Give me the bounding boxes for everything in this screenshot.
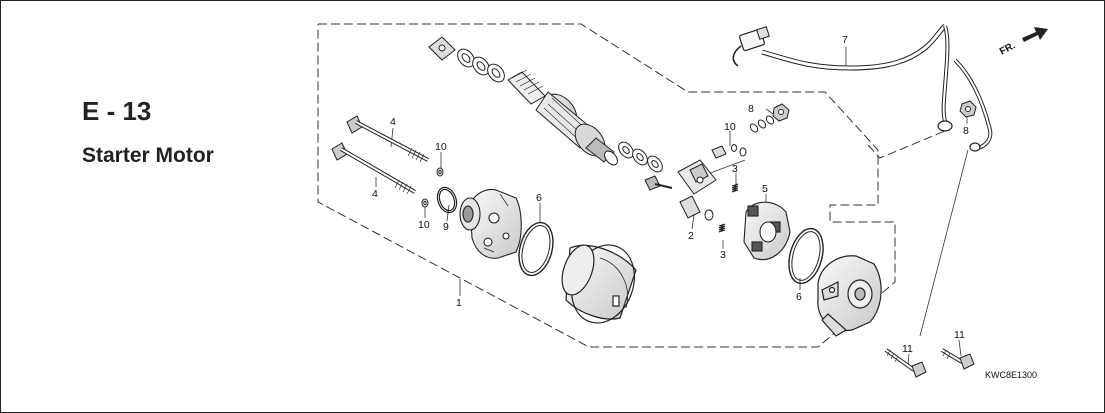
- callout-10-upper: 10: [435, 141, 447, 153]
- front-direction-label: FR.: [998, 40, 1018, 57]
- bolt-11-right[interactable]: [940, 348, 975, 370]
- callout-labels: 7 8 8 10 4 10 4 3 5 6 10 9 2 3 1 6 11 11: [372, 34, 969, 355]
- brush-holder-5[interactable]: [743, 201, 791, 260]
- callout-8-upper: 8: [748, 103, 754, 115]
- callout-6-rear: 6: [796, 291, 802, 303]
- bolt-11-left[interactable]: [884, 348, 927, 378]
- callout-3-lower: 3: [720, 249, 726, 261]
- callout-3-upper: 3: [732, 163, 738, 175]
- callout-4-lower: 4: [372, 188, 378, 200]
- front-cover[interactable]: [459, 188, 522, 259]
- leader-lines: [375, 47, 969, 366]
- front-direction-arrow: FR.: [998, 27, 1048, 58]
- callout-10-brush: 10: [724, 121, 736, 133]
- o-ring-10-upper[interactable]: [436, 167, 444, 177]
- callout-1: 1: [456, 297, 462, 309]
- brush-spring-3-lower[interactable]: [718, 223, 726, 233]
- gasket-6-front[interactable]: [514, 219, 559, 279]
- wire-harness-7[interactable]: [732, 24, 993, 152]
- callout-10-lower: 10: [418, 219, 430, 231]
- callout-5: 5: [762, 183, 768, 195]
- through-bolt-4-lower[interactable]: [331, 142, 417, 195]
- brush-spring-3-upper[interactable]: [731, 183, 739, 193]
- section-code: E - 13: [82, 96, 152, 126]
- reference-code: KWC8E1300: [985, 370, 1037, 380]
- o-ring-10-lower[interactable]: [421, 198, 429, 208]
- callout-2: 2: [688, 230, 694, 242]
- brush-holder-terminal-2[interactable]: [644, 145, 727, 221]
- motor-yoke[interactable]: [556, 236, 645, 332]
- nut-8-upper[interactable]: [772, 103, 790, 122]
- armature[interactable]: [507, 69, 620, 167]
- callout-4-upper: 4: [390, 116, 396, 128]
- callout-7: 7: [842, 34, 848, 46]
- nut-8-right[interactable]: [959, 100, 977, 118]
- callout-8-right: 8: [963, 125, 969, 137]
- commutator-end-washers[interactable]: [616, 139, 666, 175]
- rear-cover[interactable]: [817, 255, 882, 337]
- callout-11-right: 11: [954, 329, 965, 341]
- callout-9: 9: [443, 221, 449, 233]
- armature-thrust-washers[interactable]: [428, 36, 508, 85]
- callout-6-front: 6: [536, 192, 542, 204]
- section-title: Starter Motor: [82, 144, 214, 167]
- callout-11-left: 11: [902, 343, 913, 355]
- o-ring-10-brush[interactable]: [731, 115, 776, 157]
- through-bolt-4-upper[interactable]: [346, 115, 429, 163]
- o-ring-9[interactable]: [434, 185, 460, 216]
- assembly-boundary: [317, 23, 953, 348]
- gasket-6-rear[interactable]: [783, 225, 828, 287]
